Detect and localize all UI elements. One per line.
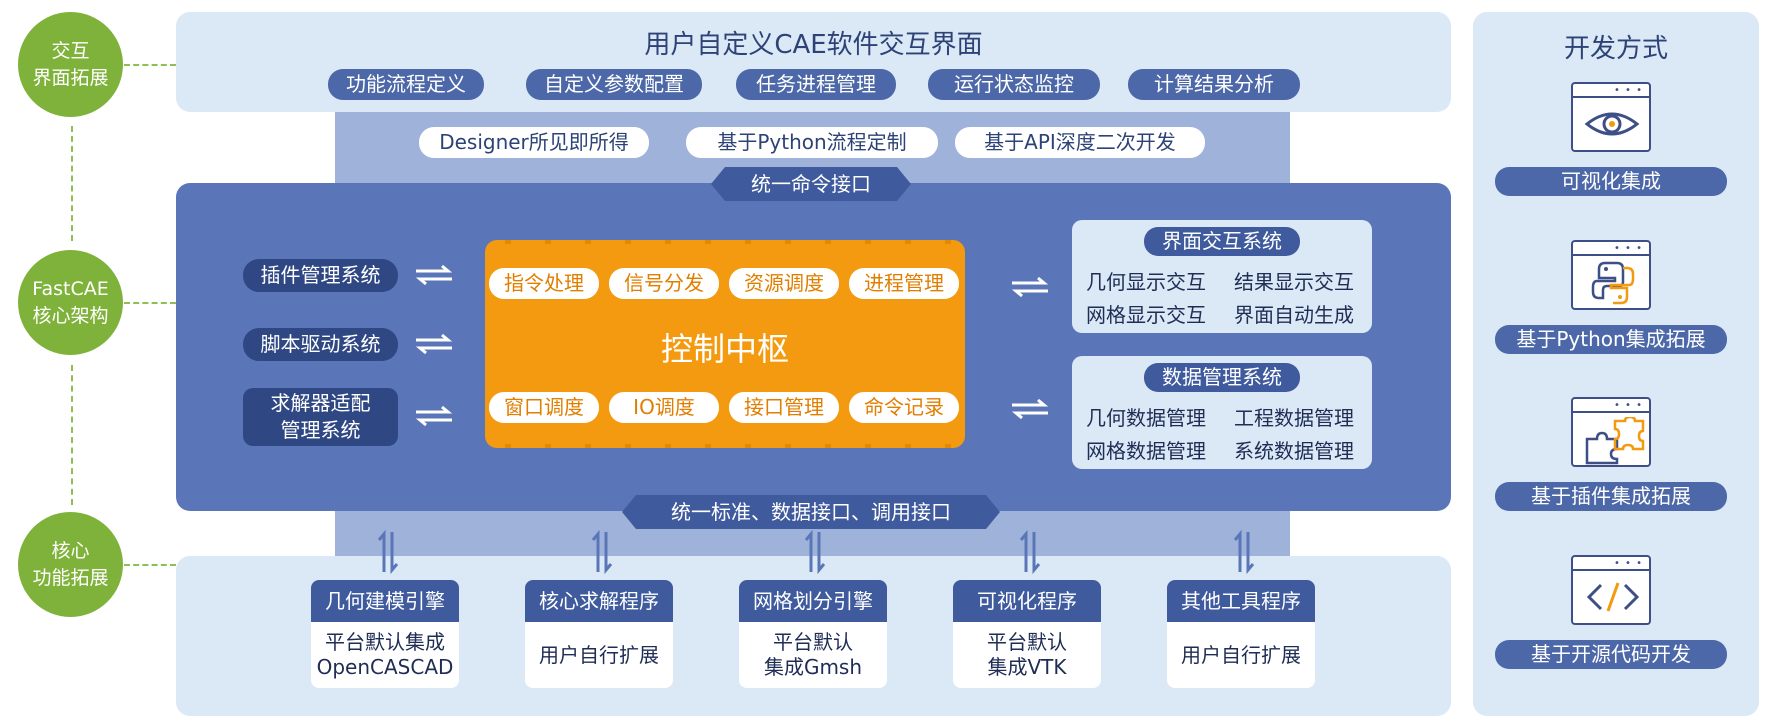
ui-item-auto-generation: 界面自动生成 (1234, 303, 1354, 327)
swap-arrow-icon (1011, 276, 1049, 298)
unified-standard-tag (622, 495, 1000, 529)
ui-extension-label-2: 界面拓展 (32, 66, 109, 89)
method-api: 基于API深度二次开发 (955, 127, 1205, 158)
engine-title: 几何建模引擎 (311, 580, 459, 622)
engine-body-line: 用户自行扩展 (539, 642, 659, 667)
swap-vertical-arrow-icon (1019, 530, 1041, 574)
development-title: 开发方式 (1563, 34, 1668, 64)
ui-interaction-system: 界面交互系统 几何显示交互 结果显示交互 网格显示交互 界面自动生成 (1072, 220, 1372, 333)
h-dash-top (124, 64, 176, 66)
user-interface-panel: 用户自定义CAE软件交互界面 功能流程定义 自定义参数配置 任务进程管理 运行状… (176, 12, 1451, 112)
left-connector-dash-2 (71, 365, 73, 505)
command-interface-label: 统一命令接口 (751, 172, 871, 196)
method-python: 基于Python流程定制 (686, 127, 938, 158)
command-interface-tag (711, 167, 911, 201)
engine-title: 可视化程序 (953, 580, 1101, 622)
ui-extension-label-1: 交互 (51, 39, 90, 62)
python-icon: • • • (1571, 240, 1651, 310)
ctrl-window-scheduling: 窗口调度 (489, 392, 599, 423)
ui-pill-3: 任务进程管理 (736, 69, 896, 100)
ui-extension-circle: 交互 界面拓展 (18, 12, 123, 117)
ui-pill-4: 运行状态监控 (928, 69, 1100, 100)
ctrl-process-management: 进程管理 (849, 268, 959, 299)
code-icon: • • • (1571, 555, 1651, 625)
engine-body-line: 集成Gmsh (763, 655, 863, 679)
ctrl-command-processing: 指令处理 (489, 268, 599, 299)
method-designer: Designer所见即所得 (419, 127, 649, 158)
unified-standard-label: 统一标准、数据接口、调用接口 (671, 500, 951, 524)
ctrl-command-log: 命令记录 (849, 392, 959, 423)
control-center: 指令处理 信号分发 资源调度 进程管理 控制中枢 窗口调度 IO调度 接口管理 … (485, 240, 965, 448)
dev-label-open-source: 基于开源代码开发 (1495, 640, 1727, 669)
engine-title: 网格划分引擎 (739, 580, 887, 622)
ui-item-geometry-display: 几何显示交互 (1086, 270, 1206, 294)
core-function-label-1: 核心 (51, 539, 90, 562)
user-interface-title: 用户自定义CAE软件交互界面 (644, 30, 983, 60)
data-management-title: 数据管理系统 (1144, 363, 1300, 392)
engine-mesh-generation: 网格划分引擎 平台默认 集成Gmsh (739, 580, 887, 688)
ui-pill-1: 功能流程定义 (328, 69, 484, 100)
puzzle-icon: • • • (1571, 397, 1651, 467)
engine-visualization: 可视化程序 平台默认 集成VTK (953, 580, 1101, 688)
engine-other-tools: 其他工具程序 用户自行扩展 (1167, 580, 1315, 688)
solver-adapter-system: 求解器适配 管理系统 (243, 388, 398, 446)
swap-arrow-icon (415, 405, 453, 427)
core-architecture-circle: FastCAE 核心架构 (18, 250, 123, 355)
swap-arrow-icon (415, 333, 453, 355)
left-connector-dash-1 (71, 126, 73, 241)
swap-vertical-arrow-icon (1233, 530, 1255, 574)
eye-icon: • • • (1571, 82, 1651, 152)
plugin-management-system: 插件管理系统 (243, 259, 398, 292)
engine-body-line: OpenCASCAD (316, 655, 454, 679)
dev-label-visual: 可视化集成 (1495, 167, 1727, 196)
engine-body-line: 平台默认集成 (325, 630, 445, 654)
script-driver-system: 脚本驱动系统 (243, 328, 398, 361)
control-center-title: 控制中枢 (660, 330, 789, 368)
engine-core-solver: 核心求解程序 用户自行扩展 (525, 580, 673, 688)
ui-pill-2: 自定义参数配置 (526, 69, 702, 100)
core-function-circle: 核心 功能拓展 (18, 512, 123, 617)
ctrl-signal-dispatch: 信号分发 (609, 268, 719, 299)
swap-vertical-arrow-icon (377, 530, 399, 574)
solver-adapter-line-1: 求解器适配 (270, 391, 371, 415)
engine-body-line: 平台默认 (987, 630, 1067, 654)
ctrl-interface-management: 接口管理 (729, 392, 839, 423)
data-item-geometry: 几何数据管理 (1086, 406, 1206, 430)
core-architecture-label-1: FastCAE (32, 277, 109, 300)
swap-arrow-icon (415, 264, 453, 286)
swap-arrow-icon (1011, 398, 1049, 420)
solver-adapter-line-2: 管理系统 (280, 418, 361, 442)
engine-body-line: 集成VTK (987, 655, 1067, 679)
control-center-chip-pins (485, 240, 965, 448)
engine-title: 其他工具程序 (1167, 580, 1315, 622)
dev-label-plugin: 基于插件集成拓展 (1495, 482, 1727, 511)
swap-vertical-arrow-icon (591, 530, 613, 574)
engine-body-line: 平台默认 (772, 630, 853, 654)
engine-body-line: 用户自行扩展 (1181, 642, 1301, 667)
development-methods-panel: 开发方式 • • • 可视化集成 • • • 基于Python集成拓展 • • … (1473, 12, 1759, 716)
ctrl-resource-scheduling: 资源调度 (729, 268, 839, 299)
core-architecture-label-2: 核心架构 (32, 304, 109, 327)
ui-pill-5: 计算结果分析 (1128, 69, 1300, 100)
data-item-project: 工程数据管理 (1234, 406, 1354, 430)
data-item-mesh: 网格数据管理 (1086, 439, 1206, 463)
ui-item-result-display: 结果显示交互 (1234, 270, 1354, 294)
h-dash-bot (124, 564, 176, 566)
core-function-label-2: 功能拓展 (32, 566, 109, 589)
ctrl-io-scheduling: IO调度 (609, 392, 719, 423)
dev-label-python: 基于Python集成拓展 (1495, 325, 1727, 354)
data-management-system: 数据管理系统 几何数据管理 工程数据管理 网格数据管理 系统数据管理 (1072, 356, 1372, 469)
h-dash-mid (124, 302, 176, 304)
ui-interaction-title: 界面交互系统 (1144, 227, 1300, 256)
data-item-system: 系统数据管理 (1234, 439, 1354, 463)
engine-title: 核心求解程序 (525, 580, 673, 622)
swap-vertical-arrow-icon (804, 530, 826, 574)
engine-geometry-modeling: 几何建模引擎 平台默认集成 OpenCASCAD (311, 580, 459, 688)
ui-item-mesh-display: 网格显示交互 (1086, 303, 1206, 327)
